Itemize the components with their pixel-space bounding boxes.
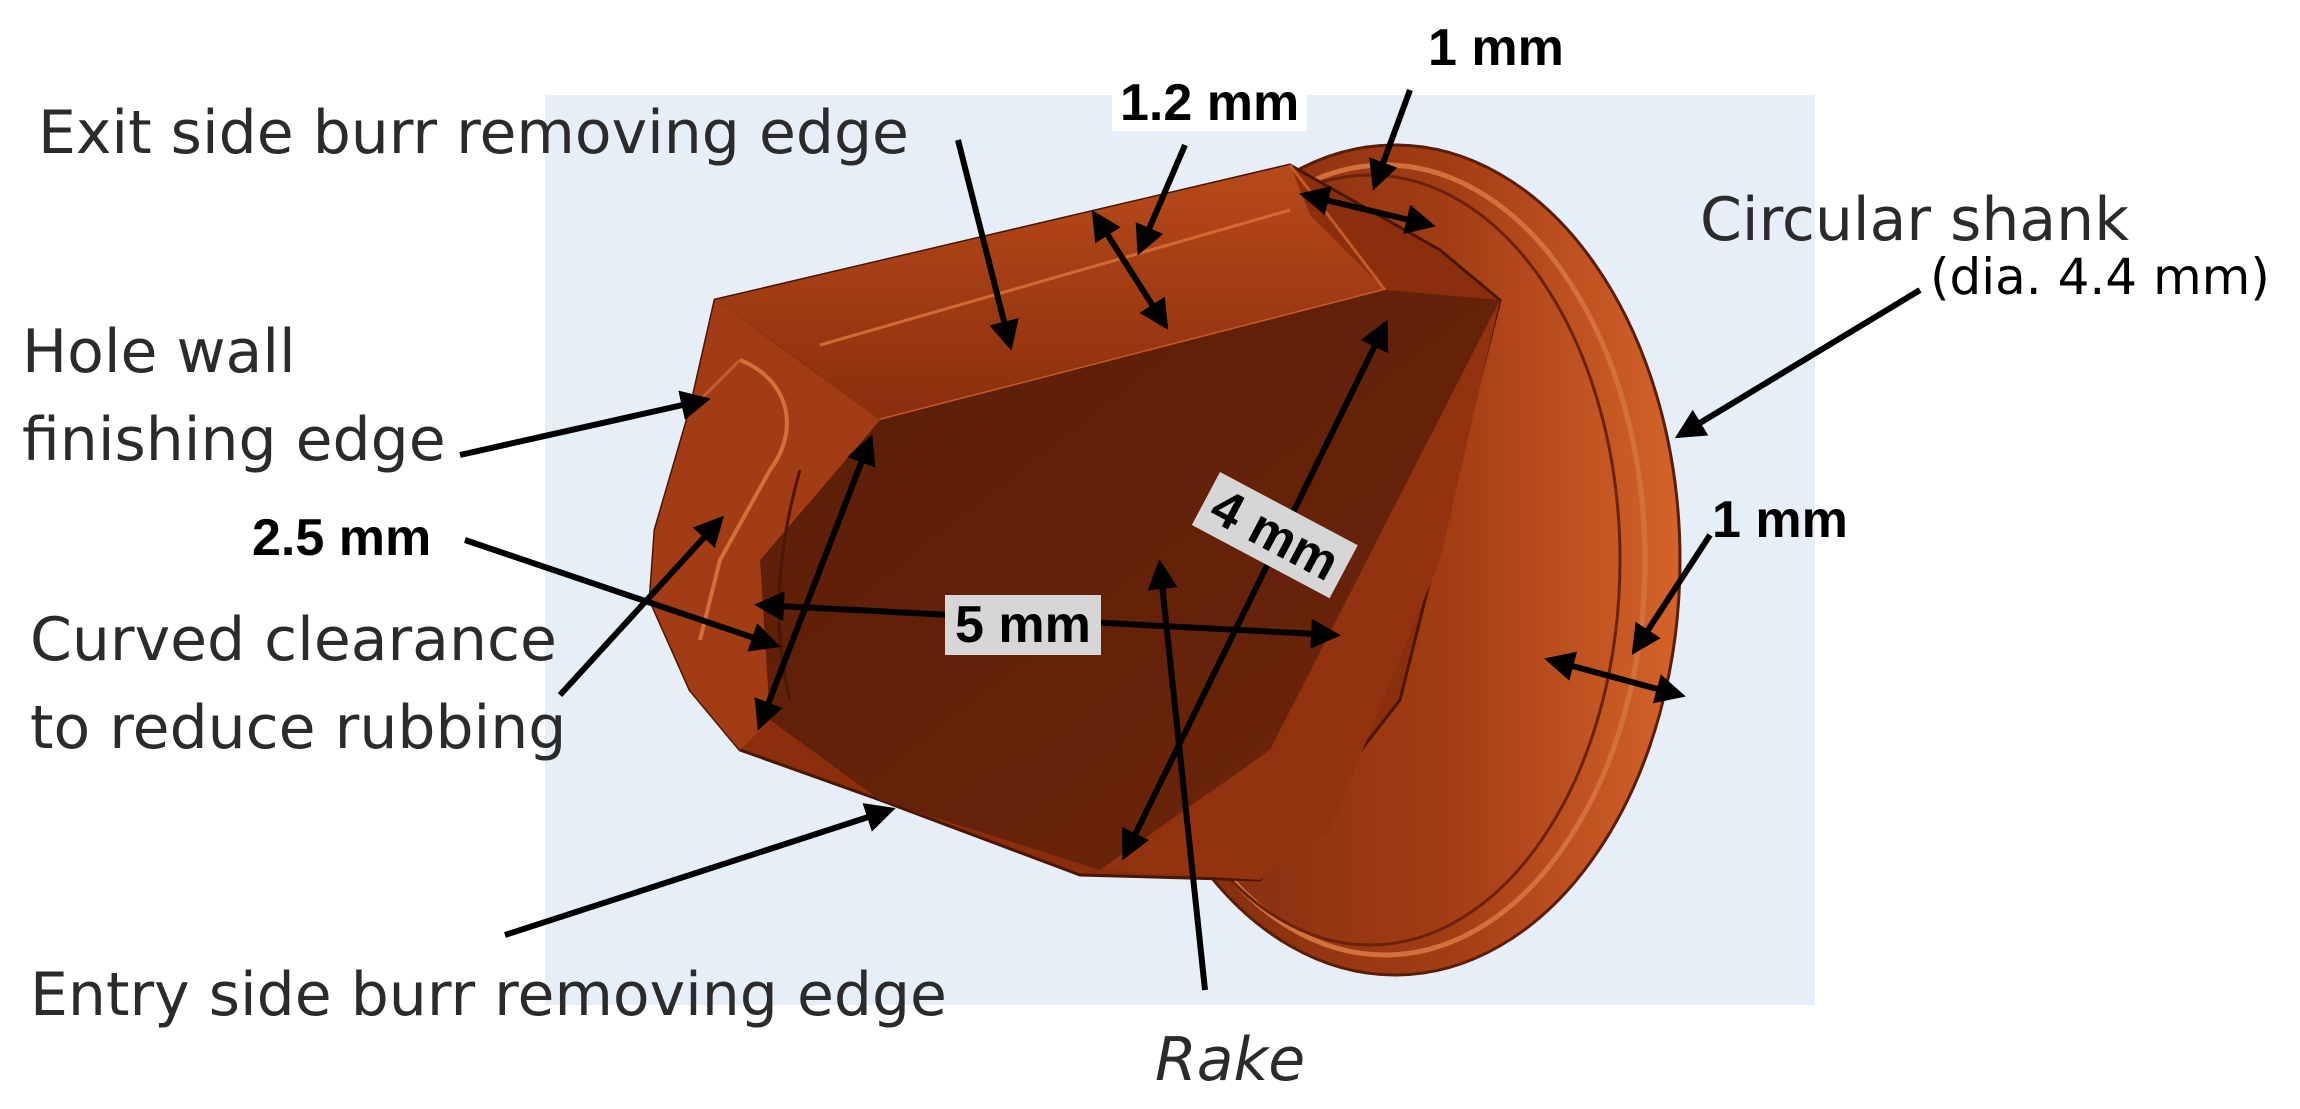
dim-label-top: 1.2 mm	[1112, 75, 1308, 131]
label-shank-dia: (dia. 4.4 mm)	[1930, 248, 2270, 306]
dim-label-left: 2.5 mm	[252, 509, 432, 567]
label-hole-wall-line1: Hole wall	[22, 317, 296, 387]
dimension-arrows	[754, 186, 1686, 861]
dim-label-right: 1 mm	[1712, 491, 1848, 549]
arrow-top-right-dim	[1369, 88, 1413, 191]
dim-label-length: 5 mm	[945, 595, 1101, 655]
dim-arrow-right	[1544, 651, 1686, 704]
label-curved-line2: to reduce rubbing	[30, 693, 567, 763]
dim-arrow-height	[1122, 319, 1388, 861]
arrow-shank	[1674, 287, 1922, 439]
dim-arrow-top-right	[1299, 186, 1436, 234]
arrow-exit-edge	[955, 139, 1019, 351]
dim-arrow-left	[754, 434, 876, 731]
arrow-hole-wall	[459, 390, 711, 458]
label-exit-edge: Exit side burr removing edge	[38, 98, 909, 168]
label-hole-wall-line2: finishing edge	[22, 405, 446, 475]
label-entry-edge: Entry side burr removing edge	[30, 960, 947, 1030]
arrow-curved-clearance	[557, 515, 725, 698]
label-shank: Circular shank	[1700, 185, 2129, 255]
arrow-right-dim	[1631, 533, 1713, 656]
label-curved-line1: Curved clearance	[30, 605, 557, 675]
dim-label-top-right: 1 mm	[1428, 19, 1564, 77]
arrow-entry-edge	[504, 803, 896, 938]
dim-arrow-top	[1091, 209, 1169, 331]
label-rake: Rake	[1155, 1025, 1306, 1095]
arrow-2-5-dim	[464, 537, 781, 652]
